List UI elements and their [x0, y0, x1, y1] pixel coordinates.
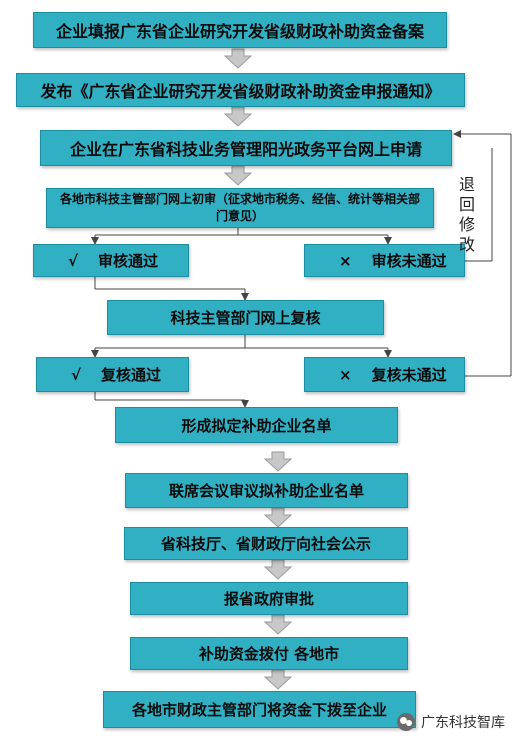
step-4-box: 各地市科技主管部门网上初审（征求地市税务、经信、统计等相关部门意见） [46, 188, 434, 228]
second-pass-label: 复核通过 [101, 366, 162, 384]
join-line-2 [94, 392, 249, 408]
step-9-box: 报省政府审批 [130, 582, 408, 615]
wechat-icon [397, 713, 415, 731]
first-pass-box: √ 审核通过 [33, 244, 189, 277]
second-fail-box: × 复核未通过 [304, 357, 465, 392]
step-11-box: 各地市财政主管部门将资金下拨至企业 [103, 691, 416, 728]
first-pass-label: 审核通过 [98, 252, 159, 270]
second-pass-box: √ 复核通过 [36, 357, 189, 392]
check-icon: √ [68, 251, 79, 270]
step-7-box: 联席会议审议拟补助企业名单 [125, 473, 408, 508]
join-line-1 [94, 277, 249, 301]
step-1-box: 企业填报广东省企业研究开发省级财政补助资金备案 [33, 12, 447, 48]
return-label: 退回修改 [458, 175, 475, 254]
step-5-box: 科技主管部门网上复核 [107, 300, 384, 335]
split-lines-1 [91, 228, 392, 245]
second-fail-label: 复核未通过 [371, 366, 447, 384]
watermark-text: 广东科技智库 [421, 715, 505, 731]
step-10-box: 补助资金拨付 各地市 [130, 637, 408, 670]
cross-icon: × [339, 365, 352, 384]
step-2-box: 发布《广东省企业研究开发省级财政补助资金申报通知》 [16, 73, 465, 107]
block-arrow [223, 48, 293, 690]
first-fail-box: × 审核未通过 [304, 244, 465, 277]
first-fail-label: 审核未通过 [371, 252, 447, 270]
check-icon: √ [71, 365, 82, 384]
step-8-box: 省科技厅、省财政厅向社会公示 [124, 527, 408, 560]
step-6-box: 形成拟定补助企业名单 [115, 407, 398, 443]
cross-icon: × [339, 251, 352, 270]
step-3-box: 企业在广东省科技业务管理阳光政务平台网上申请 [40, 130, 452, 166]
watermark: 广东科技智库 [397, 712, 505, 732]
split-lines-2 [91, 335, 392, 358]
return-loop-lines [453, 130, 512, 377]
